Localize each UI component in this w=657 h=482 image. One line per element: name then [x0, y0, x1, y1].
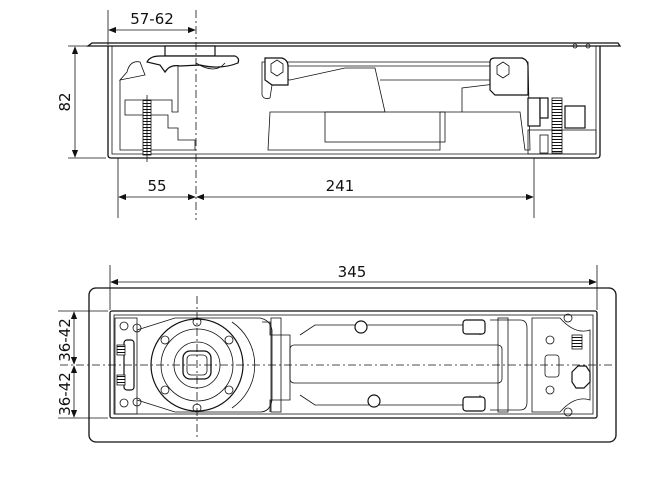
dim-pivot-offset: 57-62 — [130, 10, 174, 28]
dim-left: 55 — [147, 177, 166, 195]
housing-outline — [109, 310, 598, 419]
side-view: 57-62 82 55 241 — [56, 10, 622, 220]
pivot-mechanism — [118, 45, 240, 162]
end-adjuster — [527, 43, 597, 155]
screw-icon — [354, 320, 368, 334]
adjust-nut-icon — [571, 365, 591, 389]
screw-icon — [367, 394, 381, 408]
dim-upper-half: 36-42 — [56, 318, 74, 362]
right-bracket — [531, 313, 591, 417]
dim-right: 241 — [326, 177, 355, 195]
dim-length: 345 — [338, 263, 367, 281]
dim-height: 82 — [56, 92, 74, 111]
closer-arm — [261, 57, 531, 151]
housing-box — [107, 46, 601, 159]
dim-lower-half: 36-42 — [56, 372, 74, 416]
cover-plate — [86, 42, 622, 47]
top-view: 345 36-42 36-42 — [56, 263, 617, 443]
left-bracket — [114, 317, 142, 415]
